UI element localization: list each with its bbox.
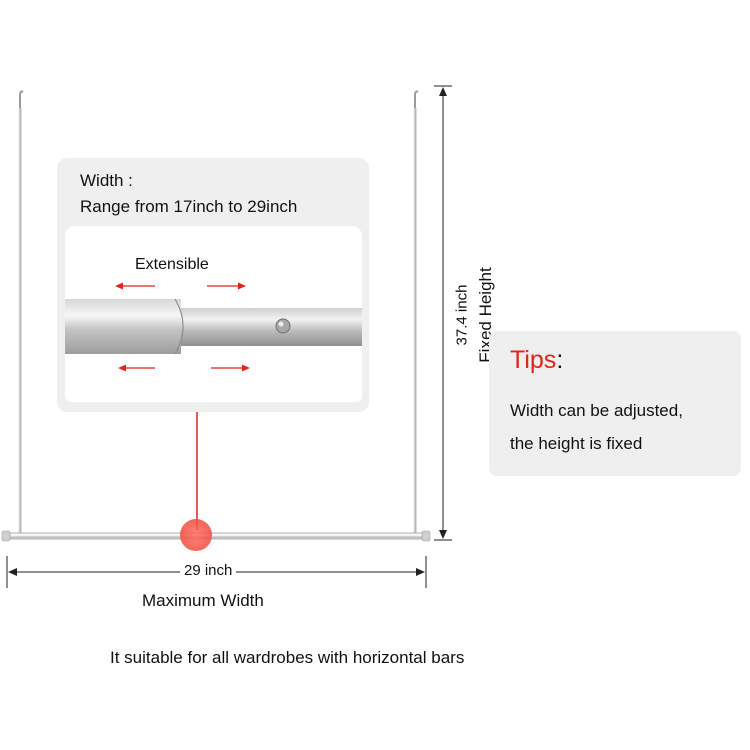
- right-rod: [413, 90, 419, 536]
- tips-word: Tips: [510, 346, 557, 374]
- tips-line-2: the height is fixed: [510, 434, 643, 453]
- extensible-label: Extensible: [135, 256, 209, 273]
- width-value: 29 inch: [180, 562, 237, 579]
- height-dimension-line: [434, 85, 452, 541]
- telescopic-tube-photo: [65, 226, 362, 402]
- callout-marker: [180, 519, 212, 551]
- caption: It suitable for all wardrobes with horiz…: [110, 648, 465, 667]
- tips-title: Tips:: [510, 346, 563, 375]
- extend-arrows: [115, 282, 250, 372]
- horizontal-bar: [1, 530, 431, 542]
- width-title: Width :: [80, 171, 133, 190]
- width-label: Maximum Width: [142, 591, 264, 610]
- height-value: 37.4 inch: [453, 281, 471, 349]
- height-labels: 37.4 inch Fixed Height: [450, 250, 495, 380]
- tips-line-1: Width can be adjusted,: [510, 401, 683, 420]
- tips-colon: :: [556, 346, 564, 374]
- width-range-text: Width : Range from 17inch to 29inch: [80, 168, 297, 220]
- tips-box: [489, 331, 741, 476]
- width-range: Range from 17inch to 29inch: [80, 197, 298, 216]
- left-rod: [18, 90, 24, 536]
- tube-illustration: [65, 282, 362, 372]
